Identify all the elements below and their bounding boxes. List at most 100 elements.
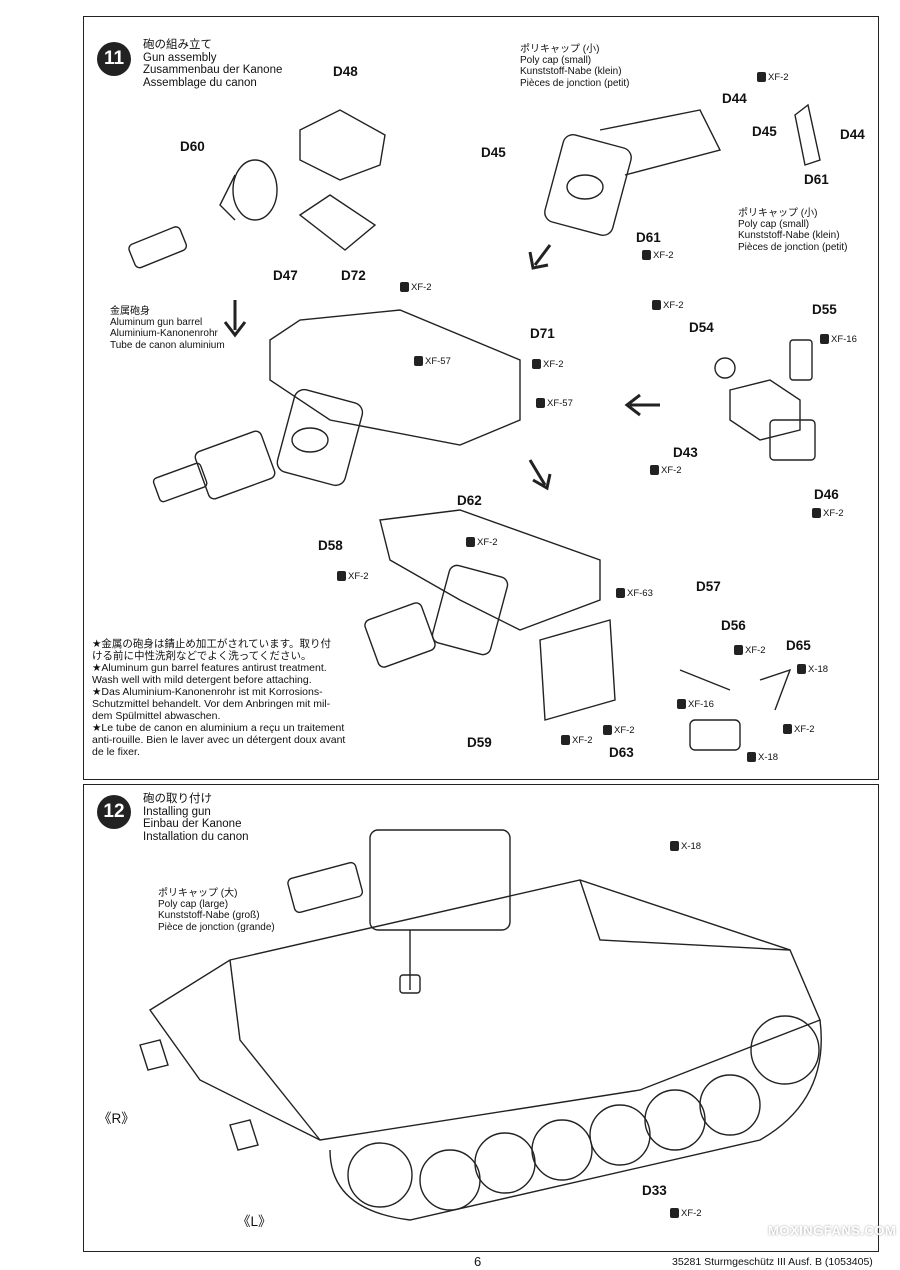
note-line: ★Das Aluminium-Kanonenrohr ist mit Korro…	[92, 686, 323, 698]
road-wheel	[531, 1119, 593, 1181]
polycap-small-top: ポリキャップ (小) Poly cap (small) Kunststoff-N…	[520, 44, 630, 89]
paint-swatch-icon	[400, 282, 409, 293]
hull-outline	[148, 879, 821, 1141]
step-12-number: 12	[97, 795, 131, 829]
label-d45-a: D45	[481, 145, 506, 160]
title-en: Gun assembly	[143, 51, 217, 64]
paint-callout: XF-2	[757, 72, 789, 83]
label-d60: D60	[180, 139, 205, 154]
label-d47: D47	[273, 268, 298, 283]
paint-swatch-icon	[734, 645, 743, 656]
label-d72: D72	[341, 268, 366, 283]
paint-swatch-icon	[670, 1208, 679, 1219]
title-fr: Installation du canon	[143, 830, 249, 843]
step-11-panel	[83, 16, 879, 780]
label-d65: D65	[786, 638, 811, 653]
note-line: Wash well with mild detergent before att…	[92, 674, 312, 686]
title-jp: 砲の取り付け	[143, 793, 212, 805]
paint-swatch-icon	[337, 571, 346, 582]
paint-callout: X-18	[747, 752, 778, 763]
label-d61-a: D61	[804, 172, 829, 187]
road-wheel	[644, 1089, 706, 1151]
paint-swatch-icon	[812, 508, 821, 519]
paint-callout: XF-2	[734, 645, 766, 656]
note-line: de le fixer.	[92, 746, 140, 758]
step-12-panel	[83, 784, 879, 1252]
paint-swatch-icon	[414, 356, 423, 367]
title-fr: Assemblage du canon	[143, 76, 257, 89]
paint-callout: XF-2	[642, 250, 674, 261]
note-line: Schutzmittel behandelt. Vor dem Anbringe…	[92, 698, 331, 710]
barrel-en: Aluminum gun barrel	[110, 317, 203, 329]
track	[329, 1019, 822, 1221]
d44-part	[599, 109, 722, 176]
paint-swatch-icon	[532, 359, 541, 370]
paint-swatch-icon	[650, 465, 659, 476]
paint-swatch-icon	[797, 664, 806, 675]
polycap-de: Kunststoff-Nabe (klein)	[738, 230, 840, 242]
paint-swatch-icon	[642, 250, 651, 261]
polycap-small-mid: ポリキャップ (小) Poly cap (small) Kunststoff-N…	[738, 208, 848, 253]
gun-cradle-assembly	[269, 309, 521, 446]
polycap-jp: ポリキャップ (大)	[158, 888, 238, 899]
label-d62: D62	[457, 493, 482, 508]
polycap-fr: Pièce de jonction (grande)	[158, 921, 275, 933]
note-line: ける前に中性洗剤などでよく洗ってください。	[92, 650, 312, 662]
polycap-de: Kunststoff-Nabe (klein)	[520, 66, 622, 78]
lower-gun-assembly	[379, 509, 601, 631]
polycap-en: Poly cap (small)	[520, 55, 592, 67]
paint-callout: XF-57	[414, 356, 451, 367]
label-d55: D55	[812, 302, 837, 317]
tow-hook-right	[139, 1039, 169, 1071]
barrel-label: 金属砲身 Aluminum gun barrel Aluminium-Kanon…	[110, 306, 225, 351]
paint-swatch-icon	[757, 72, 766, 83]
label-right-side: 《R》	[98, 1111, 135, 1126]
paint-callout: XF-2	[337, 571, 369, 582]
polycap-jp: ポリキャップ (小)	[738, 208, 818, 219]
watermark: MOXINGFANS.COM	[768, 1223, 897, 1238]
paint-callout: XF-2	[670, 1208, 702, 1219]
kit-model: Sturmgeschütz III Ausf. B (1053405)	[704, 1256, 873, 1268]
d55-part	[789, 339, 813, 381]
step-11-title: 砲の組み立て Gun assembly Zusammenbau der Kano…	[143, 39, 282, 89]
small-barrel	[128, 226, 188, 269]
step-12-title: 砲の取り付け Installing gun Einbau der Kanone …	[143, 793, 249, 843]
d45-detail	[794, 103, 821, 166]
barrel-jp: 金属砲身	[110, 306, 150, 317]
paint-callout: XF-2	[603, 725, 635, 736]
d63-pedal	[689, 719, 741, 751]
label-left-side: 《L》	[237, 1214, 272, 1229]
polycap-fr: Pièces de jonction (petit)	[738, 241, 848, 253]
drive-sprocket	[750, 1015, 820, 1085]
d65-part	[759, 668, 792, 711]
paint-callout: XF-2	[466, 537, 498, 548]
paint-swatch-icon	[616, 588, 625, 599]
title-de: Einbau der Kanone	[143, 818, 242, 830]
polycap-en: Poly cap (small)	[738, 219, 810, 231]
tow-hook-left	[229, 1119, 259, 1151]
d59-part	[539, 619, 616, 721]
paint-callout: XF-16	[677, 699, 714, 710]
paint-callout: XF-2	[400, 282, 432, 293]
road-wheel	[347, 1142, 413, 1208]
paint-swatch-icon	[561, 735, 570, 746]
paint-swatch-icon	[747, 752, 756, 763]
label-d61-b: D61	[636, 230, 661, 245]
d47-part	[298, 194, 377, 251]
paint-swatch-icon	[466, 537, 475, 548]
paint-callout: XF-57	[536, 398, 573, 409]
paint-callout: X-18	[670, 841, 701, 852]
label-d46: D46	[814, 487, 839, 502]
paint-callout: X-18	[797, 664, 828, 675]
note-line: ★Le tube de canon en aluminium a reçu un…	[92, 722, 345, 734]
paint-callout: XF-2	[812, 508, 844, 519]
polycap-de: Kunststoff-Nabe (groß)	[158, 910, 260, 922]
paint-callout: XF-2	[650, 465, 682, 476]
note-line: ★金属の砲身は錆止め加工がされています。取り付	[92, 638, 332, 650]
note-line: ★Aluminum gun barrel features antirust t…	[92, 662, 327, 674]
label-d45-b: D45	[752, 124, 777, 139]
road-wheel	[699, 1074, 761, 1136]
gun-assembly	[369, 829, 511, 931]
